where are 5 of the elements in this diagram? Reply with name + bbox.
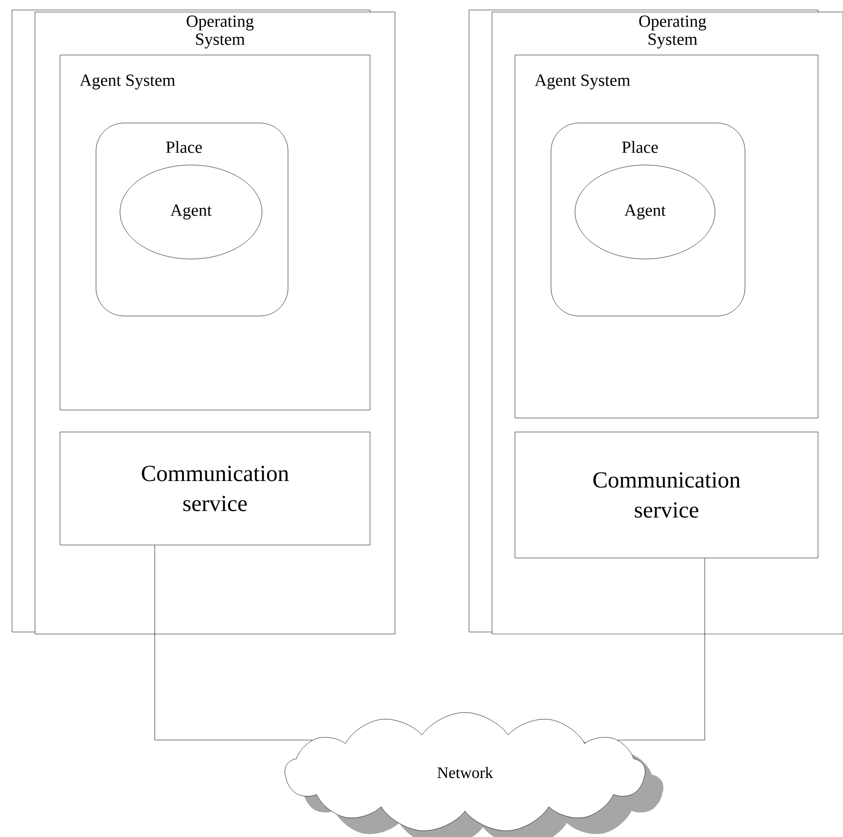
connector-line — [618, 558, 705, 740]
connector-line — [154, 545, 312, 740]
service-box: Communication service — [60, 432, 370, 546]
network-cloud: Network — [284, 712, 664, 837]
service-box: Communication service — [514, 432, 818, 558]
